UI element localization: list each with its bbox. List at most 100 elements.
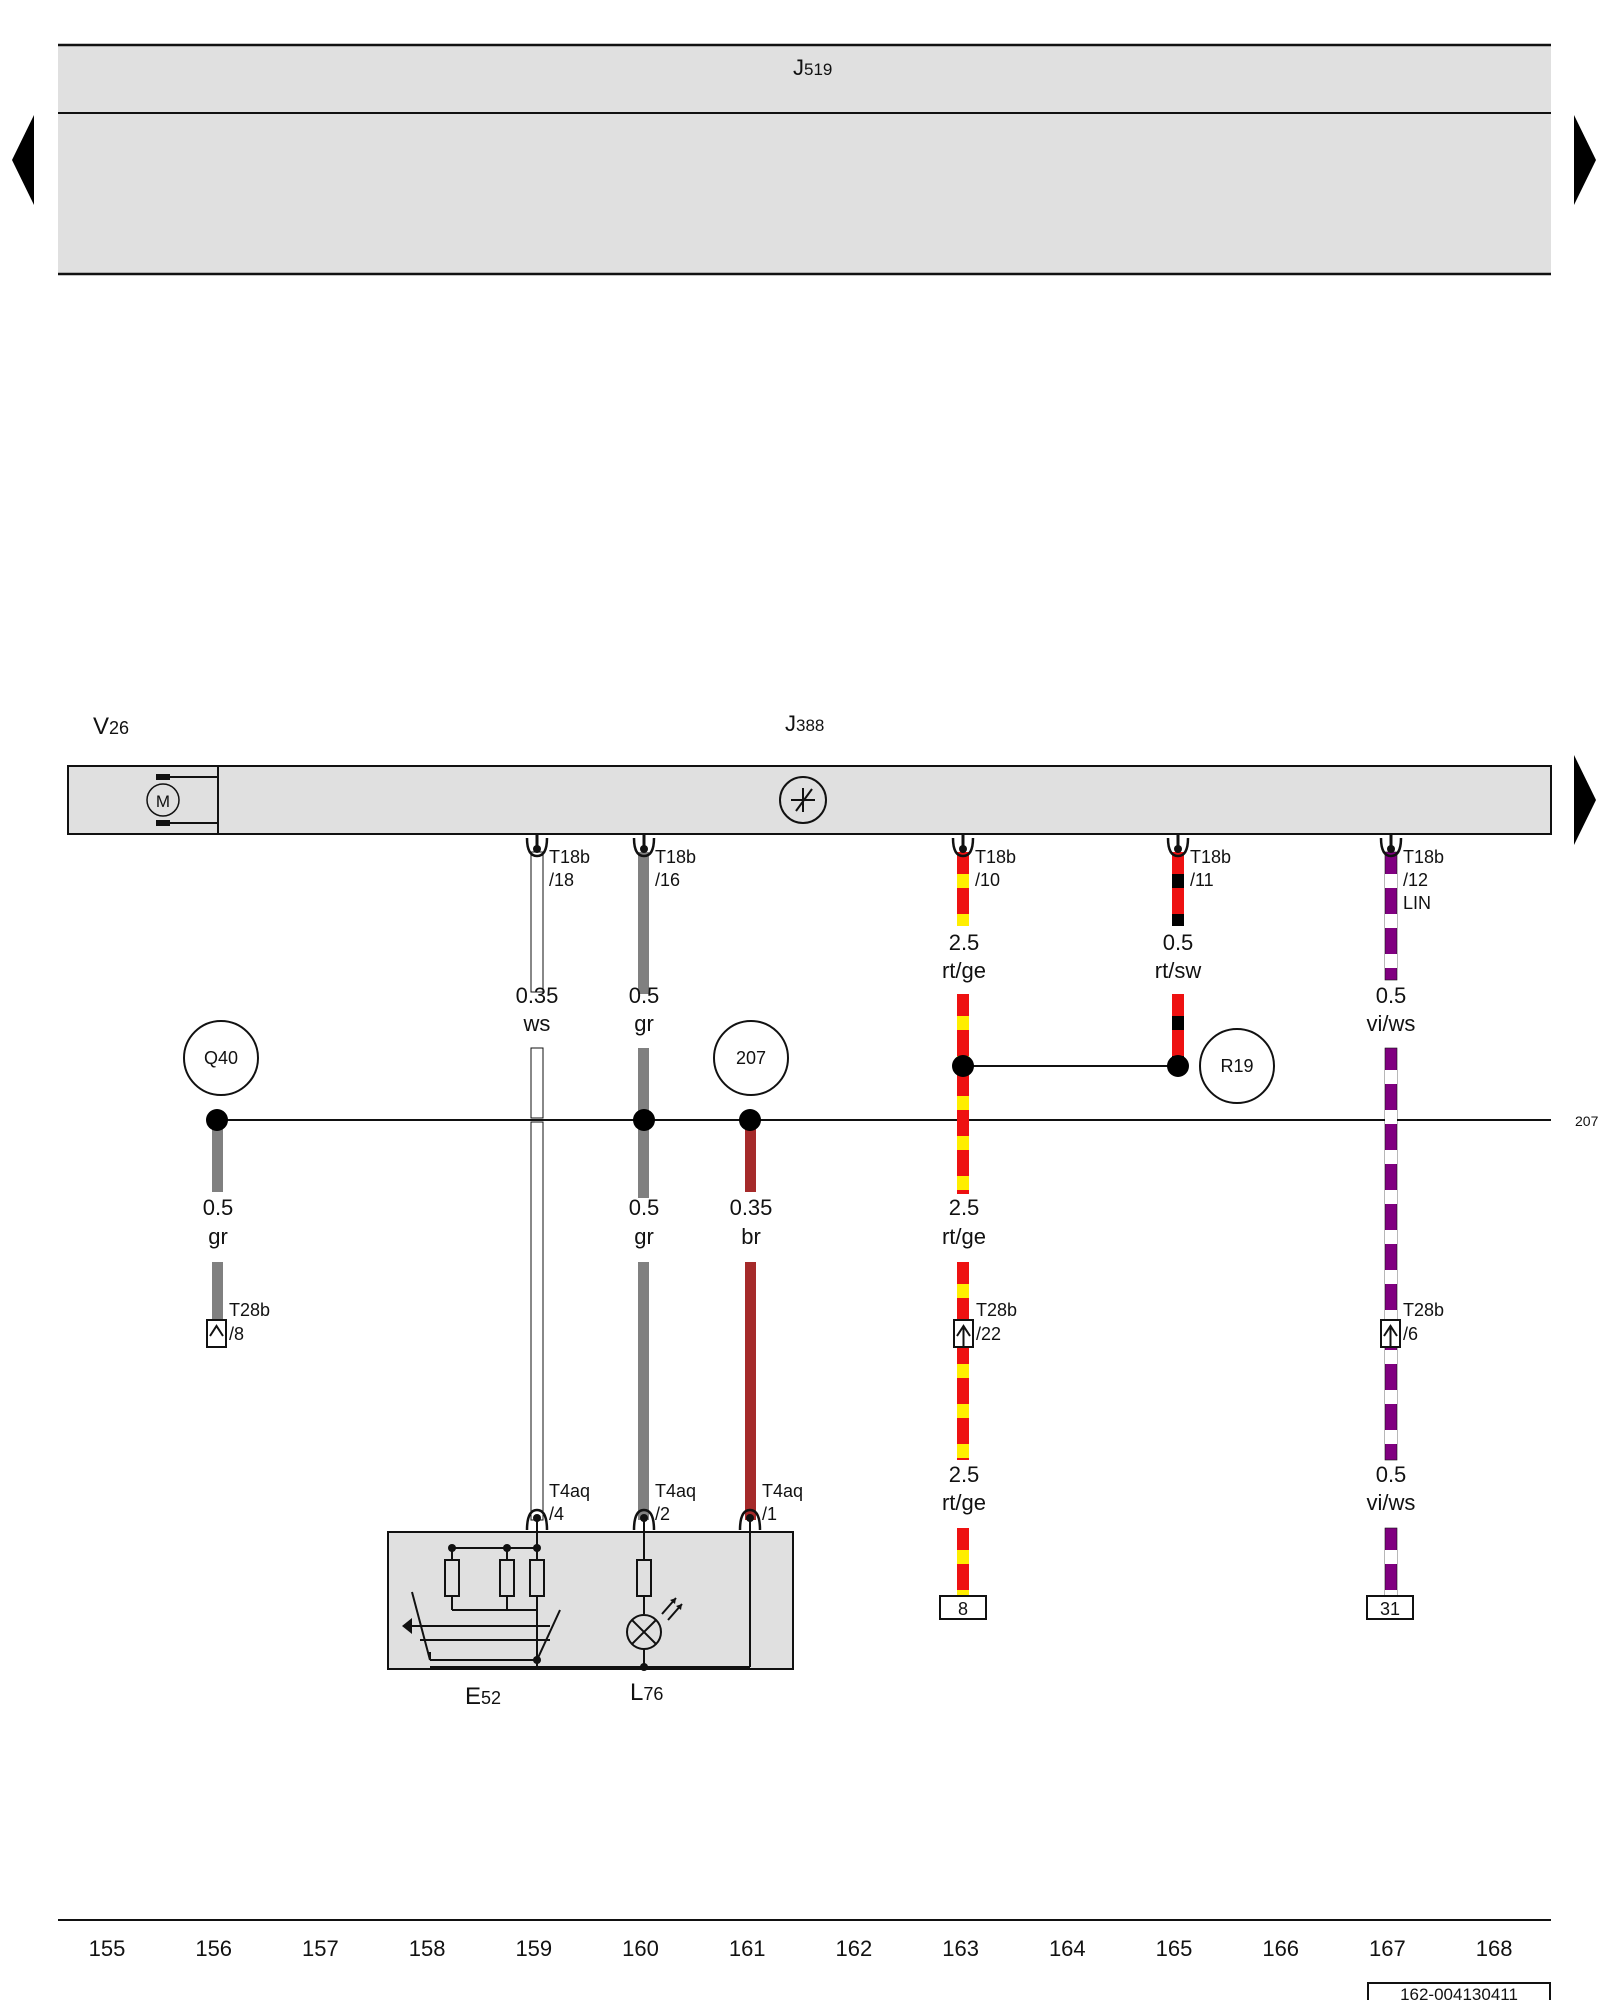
t18b-18-pin: /18 — [549, 870, 574, 890]
junction-dot — [1167, 1055, 1189, 1077]
w163c-color: rt/ge — [942, 1490, 986, 1515]
r19-circle[interactable]: R19 — [1199, 1028, 1275, 1104]
t28b-8-connector: T28b /8 — [206, 1300, 270, 1348]
t18b-12-lin: LIN — [1403, 893, 1431, 913]
grid-number: 168 — [1476, 1936, 1513, 1961]
t18b-16-pin: /16 — [655, 870, 680, 890]
l76-label: L76 — [630, 1679, 663, 1706]
t18b-11-pin: /11 — [1190, 870, 1214, 890]
grid-number: 167 — [1369, 1936, 1406, 1961]
page-code-box: 162-004130411 — [1367, 1982, 1551, 2000]
grid-number: 157 — [302, 1936, 339, 1961]
striped-wire-segment — [1384, 1527, 1398, 1597]
terminal-8: 8 — [939, 1595, 987, 1620]
t18b-pin-icon — [525, 834, 549, 858]
page-code: 162-004130411 — [1400, 1985, 1518, 2000]
striped-wire-segment — [1384, 851, 1398, 981]
w163a-color: rt/ge — [942, 958, 986, 983]
grid-number: 164 — [1049, 1936, 1086, 1961]
striped-wire-segment — [1384, 1047, 1398, 1461]
w167b-size: 0.5 — [1376, 1462, 1407, 1487]
r19-label: R19 — [1220, 1056, 1253, 1076]
t4aq-1-name: T4aq — [762, 1481, 803, 1501]
j519-panel: J519 — [58, 43, 1551, 276]
t18b-pin-icon — [1379, 834, 1403, 858]
t18b-16-name: T18b — [655, 847, 696, 867]
grid-number: 160 — [622, 1936, 659, 1961]
t18b-pin-icon — [1166, 834, 1190, 858]
j519-body — [58, 45, 1551, 275]
t4aq-pin-icon — [525, 1508, 549, 1531]
e52-label: E52 — [465, 1683, 501, 1710]
j388-panel: V26 J388 M — [67, 711, 1552, 835]
motor-symbol-text: M — [156, 792, 170, 811]
grid-number: 155 — [89, 1936, 126, 1961]
t18b-pin-icon — [951, 834, 975, 858]
terminal-31-label: 31 — [1380, 1599, 1400, 1619]
w160a-size: 0.5 — [629, 983, 660, 1008]
t4aq-pin-icon — [738, 1508, 762, 1531]
c207-label: 207 — [736, 1048, 766, 1068]
t4aq-pin-icon — [632, 1508, 656, 1531]
w163c-size: 2.5 — [949, 1462, 980, 1487]
t28b-8-name: T28b — [229, 1300, 270, 1320]
t18b-11-name: T18b — [1190, 847, 1231, 867]
t18b-12-name: T18b — [1403, 847, 1444, 867]
t28b-6-pin: /6 — [1403, 1324, 1418, 1344]
t18b-18-name: T18b — [549, 847, 590, 867]
t28b-6-connector: T28b /6 — [1380, 1300, 1444, 1348]
w163b-size: 2.5 — [949, 1195, 980, 1220]
junction-dot — [739, 1109, 761, 1131]
next-page-arrow-icon[interactable] — [1574, 115, 1596, 205]
t4aq-2-name: T4aq — [655, 1481, 696, 1501]
v26-label: V26 — [93, 713, 129, 740]
w160a-color: gr — [634, 1011, 654, 1036]
prev-page-arrow-icon[interactable] — [12, 115, 34, 205]
striped-wire-segment — [957, 1528, 969, 1596]
e52-l76-module: E52 L76 — [387, 1520, 794, 1710]
t18b-pin-icon — [632, 834, 656, 858]
t4aq-4-name: T4aq — [549, 1481, 590, 1501]
w165-size: 0.5 — [1163, 930, 1194, 955]
w160b-color: gr — [634, 1224, 654, 1249]
grid-number: 162 — [836, 1936, 873, 1961]
t4aq-4-pin: /4 — [549, 1504, 564, 1524]
striped-wire-segment — [1172, 852, 1184, 926]
w167a-color: vi/ws — [1367, 1011, 1416, 1036]
junction-dot — [206, 1109, 228, 1131]
t18b-12-pin: /12 — [1403, 870, 1428, 890]
wire-156 — [212, 1120, 223, 1320]
w159-color: ws — [523, 1011, 551, 1036]
grid-number: 165 — [1156, 1936, 1193, 1961]
t18b-connector-symbols — [525, 834, 1403, 858]
next-page-arrow-icon-2[interactable] — [1574, 755, 1596, 845]
c207-circle[interactable]: 207 — [713, 1020, 789, 1096]
e52-l76-housing — [387, 1531, 794, 1670]
grid-number: 158 — [409, 1936, 446, 1961]
w156-color: gr — [208, 1224, 228, 1249]
t28b-22-connector: T28b /22 — [953, 1300, 1017, 1348]
wire-160 — [638, 852, 649, 1520]
t18b-10-name: T18b — [975, 847, 1016, 867]
motor-icon: M — [146, 774, 218, 826]
w161-size: 0.35 — [730, 1195, 773, 1220]
terminal-8-label: 8 — [958, 1599, 968, 1619]
terminal-31: 31 — [1366, 1595, 1414, 1620]
junction-dot — [952, 1055, 974, 1077]
q40-circle[interactable]: Q40 — [183, 1020, 259, 1096]
q40-label: Q40 — [204, 1048, 238, 1068]
w163b-color: rt/ge — [942, 1224, 986, 1249]
junction-dot — [633, 1109, 655, 1131]
grid-number: 161 — [729, 1936, 766, 1961]
t28b-6-name: T28b — [1403, 1300, 1444, 1320]
t28b-22-pin: /22 — [976, 1324, 1001, 1344]
grid-number: 156 — [195, 1936, 232, 1961]
t4aq-2-pin: /2 — [655, 1504, 670, 1524]
t28b-22-name: T28b — [976, 1300, 1017, 1320]
j388-label: J388 — [785, 711, 824, 736]
w160b-size: 0.5 — [629, 1195, 660, 1220]
grid-number: 166 — [1262, 1936, 1299, 1961]
w163a-size: 2.5 — [949, 930, 980, 955]
